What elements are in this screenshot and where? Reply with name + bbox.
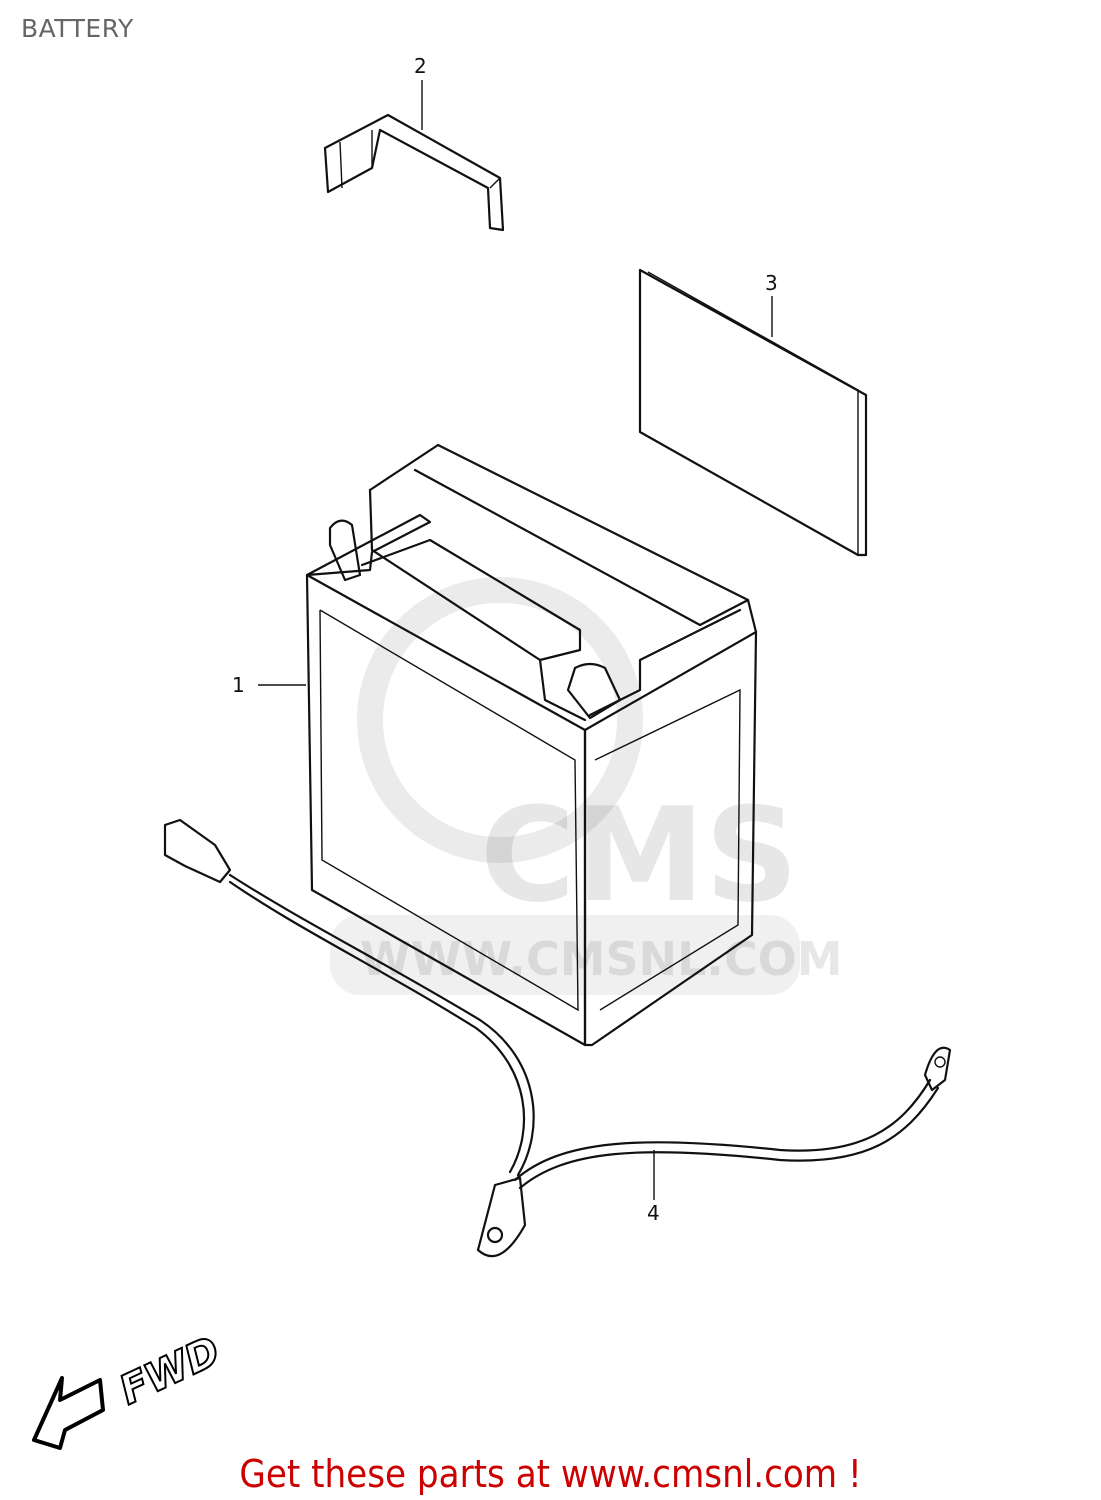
part-4-cable[interactable]	[163, 818, 952, 1258]
svg-text:4: 4	[647, 1201, 660, 1225]
svg-text:3: 3	[765, 271, 778, 295]
callout-1: 1	[232, 673, 306, 697]
part-3-pad[interactable]	[638, 268, 868, 557]
watermark-url: WWW.CMSNL.COM	[360, 932, 843, 986]
fwd-label: FWD	[113, 1328, 227, 1414]
part-2-bracket[interactable]	[323, 113, 505, 232]
footer-link-text[interactable]: Get these parts at www.cmsnl.com !	[239, 1452, 862, 1496]
svg-text:2: 2	[414, 54, 427, 78]
callout-4: 4	[647, 1150, 660, 1225]
footer-link[interactable]: Get these parts at www.cmsnl.com !	[0, 1452, 1101, 1496]
svg-text:1: 1	[232, 673, 245, 697]
part-1-battery[interactable]	[305, 443, 758, 1047]
fwd-indicator: FWD	[32, 1327, 228, 1450]
watermark: CMS WWW.CMSNL.COM	[330, 577, 843, 995]
callout-3: 3	[765, 271, 778, 337]
page-title: BATTERY	[21, 14, 134, 43]
arrow-left-down-icon	[32, 1376, 105, 1450]
watermark-logo: CMS	[480, 779, 798, 931]
callout-2: 2	[414, 54, 427, 130]
